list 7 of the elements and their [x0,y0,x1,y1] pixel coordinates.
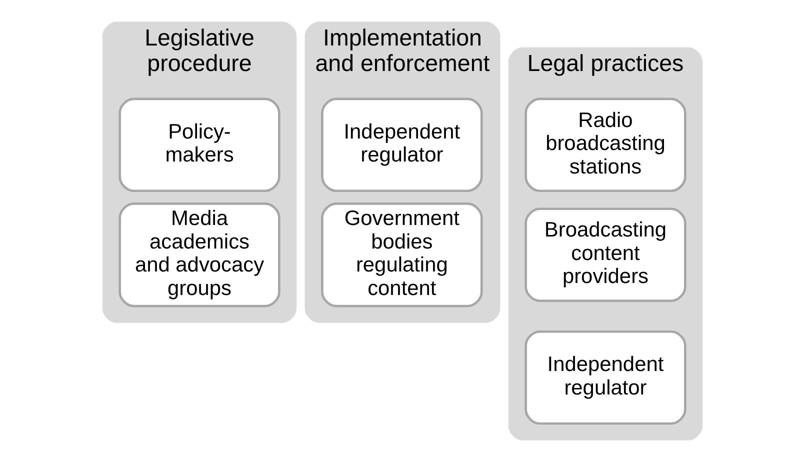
node-box: Independent regulator [524,330,686,425]
node-box: Radio broadcasting stations [524,98,686,192]
node-box: Media academics and advocacy groups [118,202,280,308]
node-box: Government bodies regulating content [320,202,482,308]
node-box: Broadcasting content providers [524,208,686,302]
node-box: Policy-makers [118,98,280,192]
node-box: Independent regulator [320,98,482,192]
